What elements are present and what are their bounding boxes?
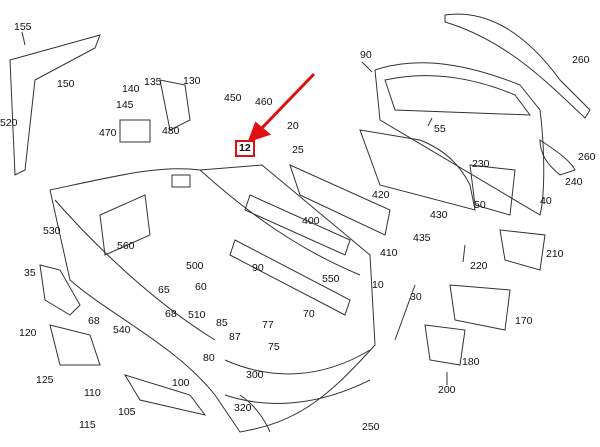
diffuser-outer bbox=[374, 62, 545, 216]
callout-65: 65 bbox=[158, 284, 170, 296]
callout-460: 460 bbox=[255, 96, 273, 108]
callout-77: 77 bbox=[262, 319, 274, 331]
callout-260-lower: 260 bbox=[578, 151, 596, 163]
callout-55: 55 bbox=[434, 123, 446, 135]
callout-80: 80 bbox=[203, 352, 215, 364]
callout-110: 110 bbox=[84, 387, 101, 399]
callout-230: 230 bbox=[472, 158, 490, 170]
callout-480: 480 bbox=[162, 125, 180, 137]
callout-30: 30 bbox=[410, 291, 422, 303]
bracket-150 bbox=[9, 34, 101, 176]
callout-260-upper: 260 bbox=[572, 54, 590, 66]
callout-20: 20 bbox=[287, 120, 299, 132]
callout-430: 430 bbox=[430, 209, 448, 221]
diffuser-lower bbox=[359, 129, 476, 211]
callout-180: 180 bbox=[462, 356, 480, 368]
callout-130: 130 bbox=[183, 75, 201, 87]
callout-60: 60 bbox=[195, 281, 207, 293]
bracket-170 bbox=[449, 284, 511, 331]
callout-470: 470 bbox=[99, 127, 117, 139]
bracket-230 bbox=[469, 164, 516, 216]
bumper-cover bbox=[49, 164, 376, 433]
callout-25: 25 bbox=[292, 144, 304, 156]
callout-155: 155 bbox=[14, 21, 32, 33]
rod-30 bbox=[394, 284, 416, 341]
bracket-120 bbox=[49, 324, 101, 366]
callout-400: 400 bbox=[302, 215, 320, 227]
callout-240: 240 bbox=[565, 176, 583, 188]
callout-75: 75 bbox=[268, 341, 280, 353]
callout-68-left: 68 bbox=[88, 315, 100, 327]
callout-220: 220 bbox=[470, 260, 488, 272]
callout-530: 530 bbox=[43, 225, 61, 237]
callout-210: 210 bbox=[546, 248, 564, 260]
callout-435: 435 bbox=[413, 232, 431, 244]
callout-100: 100 bbox=[172, 377, 190, 389]
callout-85: 85 bbox=[216, 317, 228, 329]
reflector-panel bbox=[99, 194, 151, 256]
callout-560: 560 bbox=[117, 240, 135, 252]
callout-510: 510 bbox=[188, 309, 206, 321]
bar-100 bbox=[123, 374, 207, 416]
callout-115: 115 bbox=[79, 419, 96, 431]
callout-550: 550 bbox=[322, 273, 340, 285]
callout-320: 320 bbox=[234, 402, 252, 414]
callout-35: 35 bbox=[24, 267, 36, 279]
callout-70: 70 bbox=[303, 308, 315, 320]
bar-70 bbox=[229, 239, 351, 316]
callout-150: 150 bbox=[57, 78, 75, 90]
bracket-130 bbox=[159, 79, 191, 131]
callout-50: 50 bbox=[474, 199, 486, 211]
callout-200: 200 bbox=[438, 384, 456, 396]
callout-300: 300 bbox=[246, 369, 264, 381]
callout-10: 10 bbox=[372, 279, 384, 291]
callout-250: 250 bbox=[362, 421, 380, 433]
callout-87: 87 bbox=[229, 331, 241, 343]
callout-410: 410 bbox=[380, 247, 398, 259]
callout-135: 135 bbox=[144, 76, 162, 88]
strip-260 bbox=[444, 13, 591, 119]
highlight-arrow bbox=[247, 72, 316, 143]
callout-170: 170 bbox=[515, 315, 533, 327]
callout-520: 520 bbox=[0, 117, 18, 129]
strip-320 bbox=[239, 394, 271, 433]
callout-420: 420 bbox=[372, 189, 390, 201]
sensor-180 bbox=[424, 324, 466, 366]
callout-140: 140 bbox=[122, 83, 140, 95]
callout-90-mid: 90 bbox=[252, 262, 264, 274]
callout-40: 40 bbox=[540, 195, 552, 207]
reinforcement-400 bbox=[289, 164, 391, 236]
callout-125: 125 bbox=[36, 374, 54, 386]
callout-12-highlighted: 12 bbox=[235, 140, 255, 157]
callout-68-mid: 68 bbox=[165, 308, 177, 320]
callout-90-top: 90 bbox=[360, 49, 372, 61]
callout-500: 500 bbox=[186, 260, 204, 272]
callout-450: 450 bbox=[224, 92, 242, 104]
callout-120: 120 bbox=[19, 327, 37, 339]
callout-145: 145 bbox=[116, 99, 134, 111]
callout-105: 105 bbox=[118, 406, 136, 418]
flap-470 bbox=[119, 119, 151, 143]
ring-260 bbox=[539, 139, 576, 176]
bracket-210 bbox=[499, 229, 546, 271]
strip-410 bbox=[244, 194, 351, 256]
guide-35 bbox=[39, 264, 81, 316]
bracket-small bbox=[171, 174, 191, 188]
callout-540: 540 bbox=[113, 324, 131, 336]
